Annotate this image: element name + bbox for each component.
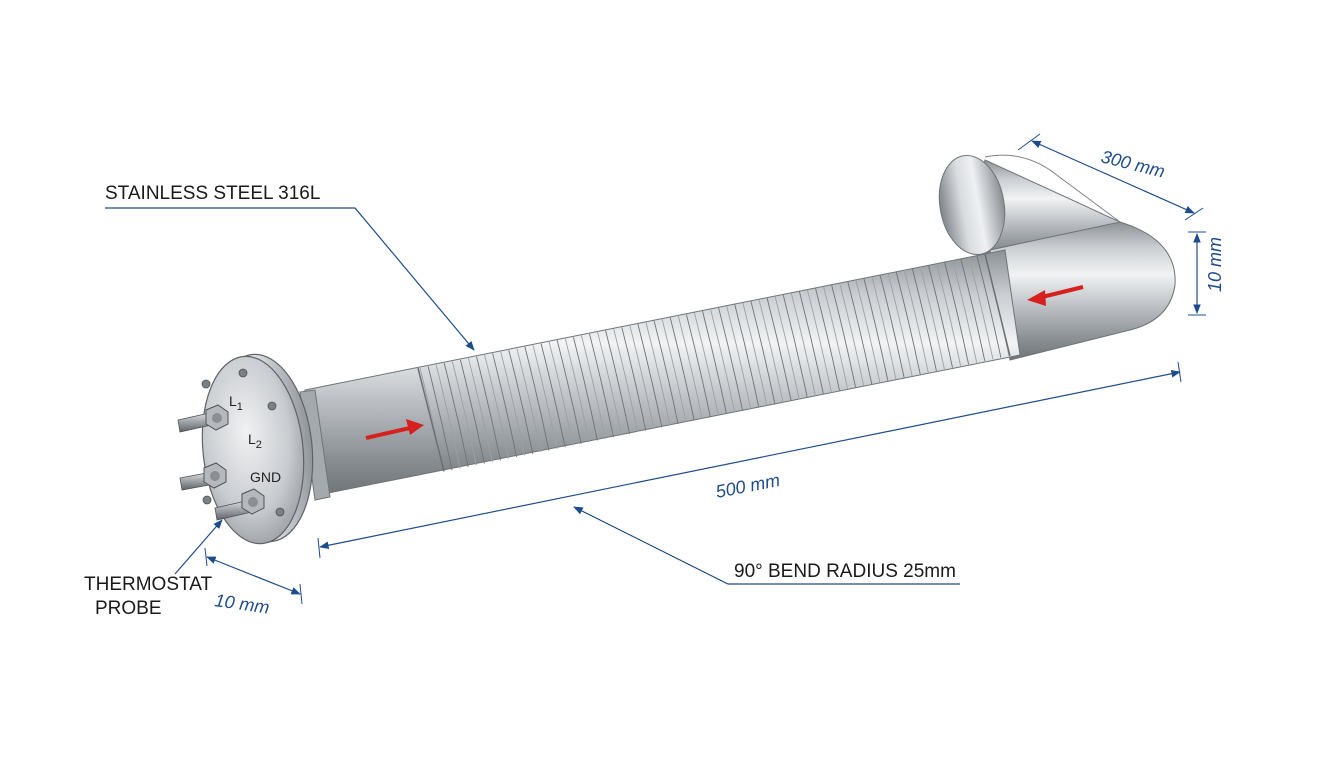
bend-radius-callout: 90° BEND RADIUS 25mm [734, 561, 956, 582]
corrugation-rib [895, 271, 921, 375]
tube-diameter-dimension-label: 10 mm [1205, 237, 1225, 292]
corrugation-rib [952, 260, 978, 363]
corrugation-rib [976, 255, 1002, 358]
bolt-hole [267, 401, 277, 411]
corrugation-rib [911, 268, 937, 371]
material-callout: STAINLESS STEEL 316L [105, 183, 320, 204]
corrugation-rib [968, 257, 994, 360]
terminal-l2-label: L2 [248, 431, 262, 451]
main-tube [299, 249, 1021, 501]
bolt-hole [202, 495, 212, 505]
corrugation-rib [879, 275, 905, 378]
bolt-hole [275, 507, 285, 517]
corrugation-rib [928, 265, 953, 368]
flange-offset-dimension-label: 10 mm [213, 590, 270, 617]
terminal-gnd-label: GND [250, 469, 281, 485]
terminal-l1-stud [177, 404, 229, 433]
return-leg [938, 154, 1176, 361]
bolt-hole [238, 368, 248, 378]
corrugation-rib [944, 261, 970, 365]
corrugation-rib [903, 270, 929, 373]
dimension-lines [204, 133, 1206, 605]
terminal-l1-label: L1 [229, 393, 243, 413]
length-dimension-label: 500 mm [714, 470, 782, 502]
corrugation-rib [936, 263, 962, 366]
terminal-l2-stud [179, 462, 227, 491]
corrugation-rib [887, 273, 913, 376]
return-leg-dimension-label: 300 mm [1099, 146, 1167, 181]
terminal-studs [177, 404, 265, 521]
thermostat-callout-line2: PROBE [95, 598, 162, 619]
corrugation-rib [871, 276, 897, 380]
bolt-hole [201, 379, 211, 389]
thermostat-callout-line1: THERMOSTAT [84, 574, 212, 595]
terminal-gnd-stud [214, 488, 265, 521]
flow-arrow-return [1027, 285, 1084, 306]
flange [201, 353, 314, 545]
corrugation-rib [960, 258, 986, 362]
corrugation-rib [919, 266, 945, 370]
